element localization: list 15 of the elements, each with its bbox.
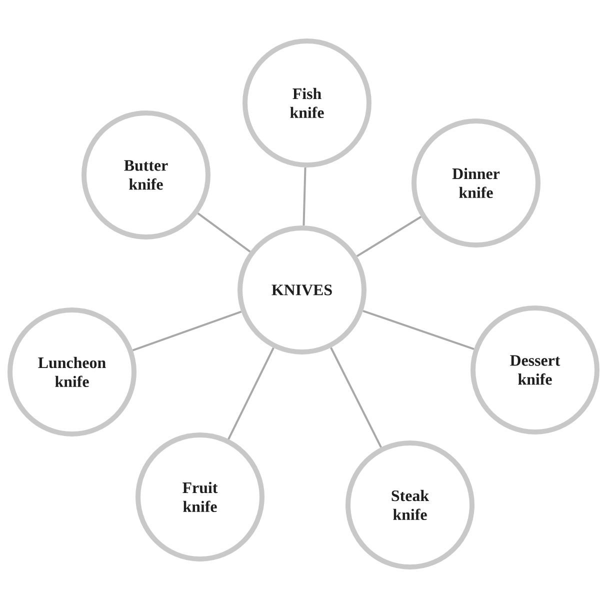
circle-node: Luncheon knife [8, 308, 136, 436]
connector-line [330, 347, 382, 448]
connector-line [362, 310, 474, 350]
circle-node: Dessert knife [470, 306, 600, 434]
connector-line [302, 167, 306, 226]
circle-node: Fish knife [242, 38, 372, 168]
connector-line [228, 347, 274, 440]
circle-node: Butter knife [82, 110, 210, 240]
circle-node: KNIVES [238, 226, 366, 354]
connector-line [356, 216, 422, 258]
connector-line [132, 310, 242, 352]
connector-line [197, 212, 251, 253]
circle-node: Fruit knife [136, 432, 264, 562]
circle-node: Steak knife [346, 440, 474, 570]
circle-node: Dinner knife [412, 118, 540, 248]
